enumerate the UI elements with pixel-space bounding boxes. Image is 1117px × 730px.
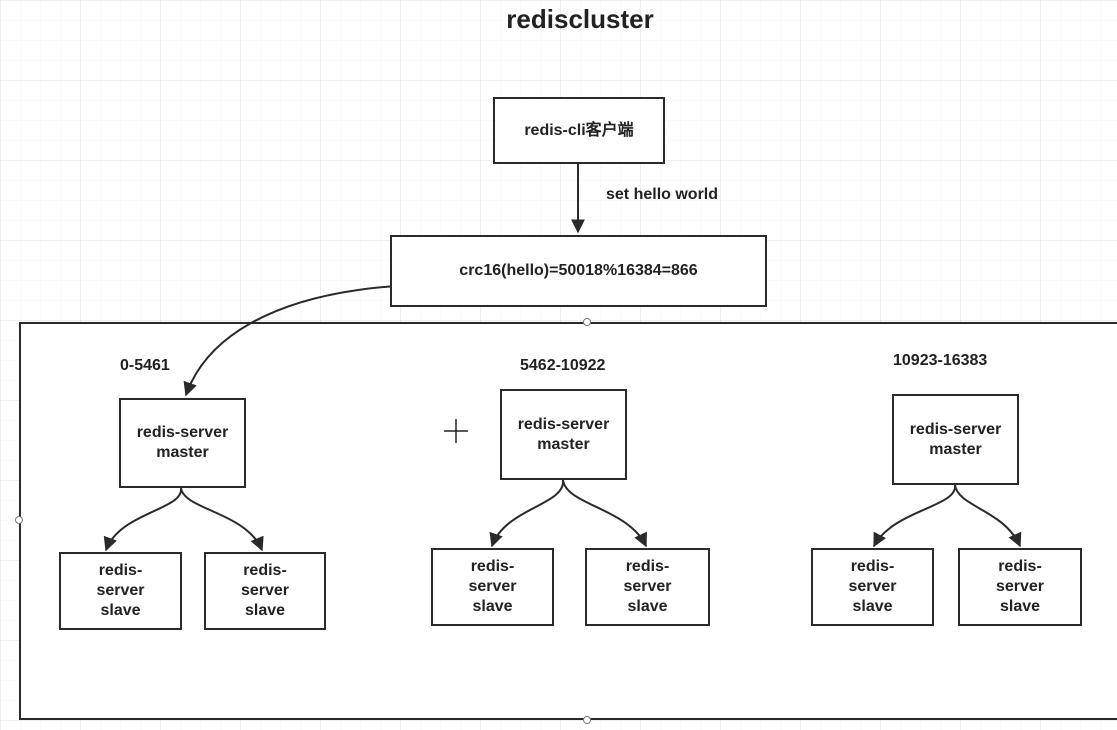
master-box-1[interactable]: redis-server master bbox=[119, 398, 246, 488]
slave-box-1a[interactable]: redis-server slave bbox=[59, 552, 182, 630]
master-line1: redis-server bbox=[136, 424, 229, 441]
master-box-3[interactable]: redis-server master bbox=[892, 394, 1019, 485]
slave-line3: slave bbox=[244, 602, 286, 619]
master-line2: master bbox=[929, 440, 982, 458]
slave-box-3a[interactable]: redis-server slave bbox=[811, 548, 934, 626]
master-line1: redis-server bbox=[909, 420, 1002, 438]
slave-line2: server bbox=[96, 582, 145, 599]
crosshair-cursor-icon bbox=[444, 419, 468, 443]
slave-box-2b[interactable]: redis-server slave bbox=[585, 548, 710, 626]
slave-line3: slave bbox=[627, 598, 668, 615]
slave-line3: slave bbox=[852, 598, 893, 615]
slave-line1: redis- bbox=[625, 558, 670, 575]
client-label: redis-cli客户端 bbox=[524, 121, 634, 139]
group-3-fork-left bbox=[873, 484, 957, 548]
slave-line3: slave bbox=[100, 602, 141, 619]
hash-label: crc16(hello)=50018%16384=866 bbox=[459, 262, 698, 279]
master-box-2[interactable]: redis-server master bbox=[500, 389, 627, 480]
group-1-fork-left bbox=[103, 487, 183, 552]
slave-line1: redis- bbox=[850, 558, 895, 575]
slave-line1: redis- bbox=[998, 558, 1042, 575]
hash-box[interactable]: crc16(hello)=50018%16384=866 bbox=[390, 235, 767, 307]
slave-line1: redis- bbox=[98, 562, 143, 579]
master-line2: master bbox=[537, 435, 590, 453]
slave-line2: server bbox=[240, 582, 290, 599]
slave-line2: server bbox=[995, 578, 1045, 595]
slave-line2: server bbox=[623, 578, 672, 595]
slave-line1: redis- bbox=[470, 558, 515, 575]
group-2-fork-right bbox=[562, 479, 647, 548]
slot-range-1: 0-5461 bbox=[120, 357, 170, 374]
slot-range-3: 10923-16383 bbox=[893, 352, 988, 369]
slave-line1: redis- bbox=[243, 562, 287, 579]
slave-line3: slave bbox=[999, 598, 1041, 615]
group-3-fork-right bbox=[954, 484, 1022, 548]
slave-line2: server bbox=[468, 578, 517, 595]
container-bottom-handle[interactable] bbox=[583, 716, 591, 724]
container-top-handle[interactable] bbox=[583, 318, 591, 326]
client-box[interactable]: redis-cli客户端 bbox=[493, 97, 665, 164]
slave-line3: slave bbox=[472, 598, 513, 615]
container-left-handle[interactable] bbox=[15, 516, 23, 524]
slave-box-2a[interactable]: redis-server slave bbox=[431, 548, 554, 626]
slave-box-1b[interactable]: redis-server slave bbox=[204, 552, 326, 630]
slave-line2: server bbox=[848, 578, 897, 595]
slot-range-2: 5462-10922 bbox=[520, 357, 606, 374]
slave-box-3b[interactable]: redis-server slave bbox=[958, 548, 1082, 626]
command-label: set hello world bbox=[606, 186, 719, 203]
master-line2: master bbox=[156, 444, 209, 461]
diagram-title: rediscluster bbox=[506, 4, 654, 34]
group-1-fork-right bbox=[180, 487, 264, 552]
cluster-container[interactable] bbox=[19, 322, 1117, 720]
master-line1: redis-server bbox=[517, 415, 610, 433]
group-2-fork-left bbox=[489, 479, 565, 548]
